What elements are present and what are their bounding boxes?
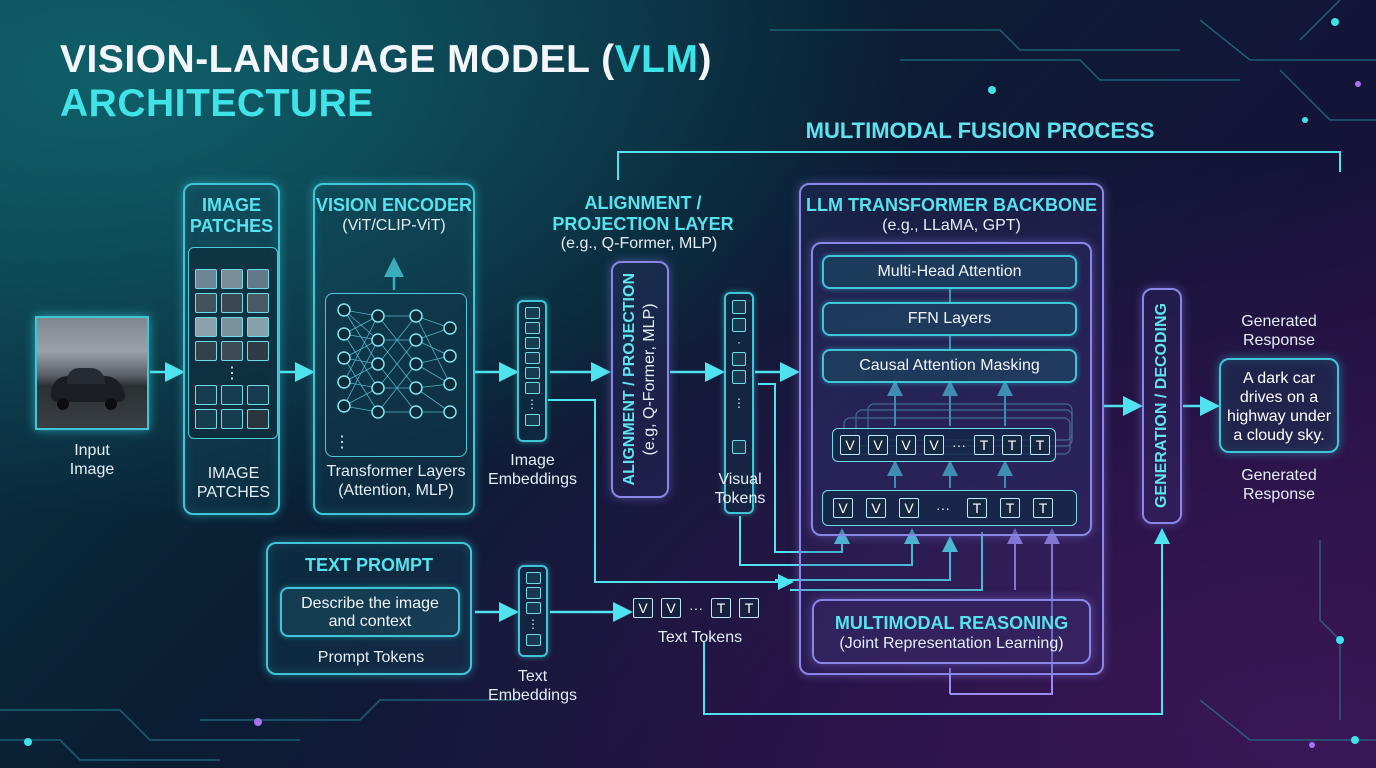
token-row-top: V V V V ··· T T T	[832, 428, 1056, 462]
token-t: T	[739, 598, 759, 618]
token-v: V	[661, 598, 681, 618]
token-t: T	[1033, 498, 1053, 518]
token-v: V	[868, 435, 888, 455]
token-t: T	[1030, 435, 1050, 455]
token-t: T	[974, 435, 994, 455]
llm-header: LLM TRANSFORMER BACKBONE	[806, 195, 1097, 215]
page-title: VISION-LANGUAGE MODEL (VLM)	[60, 38, 712, 81]
alignment-projection-block: ALIGNMENT / PROJECTION(e.g, Q-Former, ML…	[611, 261, 669, 498]
llm-inner-stack	[811, 242, 1092, 536]
text-tokens-row: V V ··· T T	[633, 598, 759, 618]
neural-network-icon: ⋮	[325, 293, 467, 457]
ffn-layers: FFN Layers	[822, 302, 1077, 336]
token-v: V	[899, 498, 919, 518]
input-image	[35, 316, 149, 430]
prompt-tokens-label: Prompt Tokens	[317, 649, 425, 666]
token-t: T	[1002, 435, 1022, 455]
visual-tokens-column: · ⋮	[724, 292, 754, 514]
multi-head-attention-layer: Multi-Head Attention	[822, 255, 1077, 289]
token-v: V	[896, 435, 916, 455]
multimodal-reasoning-sub: (Joint Representation Learning)	[839, 635, 1064, 652]
token-v: V	[833, 498, 853, 518]
text-embeddings-column: ⋮	[518, 565, 548, 657]
fusion-process-title: MULTIMODAL FUSION PROCESS	[805, 118, 1155, 143]
token-row-bottom: V V V ··· T T T	[822, 490, 1077, 526]
vision-encoder-header: VISION ENCODER	[315, 195, 473, 215]
page-title-line2: ARCHITECTURE	[60, 82, 374, 125]
vision-encoder-sub: (ViT/CLIP-ViT)	[342, 217, 446, 234]
text-prompt-header: TEXT PROMPT	[304, 555, 433, 575]
token-v: V	[924, 435, 944, 455]
causal-attention-masking-layer: Causal Attention Masking	[822, 349, 1077, 383]
token-t: T	[967, 498, 987, 518]
image-embeddings-column: ⋮	[517, 300, 547, 442]
generation-vertical-label: GENERATION / DECODING	[1153, 303, 1170, 509]
token-t: T	[711, 598, 731, 618]
multimodal-reasoning-box: MULTIMODAL REASONING (Joint Representati…	[812, 599, 1091, 664]
text-tokens-label: Text Tokens	[657, 629, 743, 646]
alignment-sub: (e.g., Q-Former, MLP)	[560, 235, 718, 252]
multimodal-reasoning-header: MULTIMODAL REASONING	[834, 613, 1069, 633]
token-ellipsis: ···	[689, 600, 703, 616]
generation-decoding-block: GENERATION / DECODING	[1142, 288, 1182, 524]
token-v: V	[633, 598, 653, 618]
token-ellipsis: ···	[936, 500, 950, 516]
vision-encoder-label: Transformer Layers(Attention, MLP)	[326, 463, 466, 499]
token-v: V	[866, 498, 886, 518]
alignment-header: ALIGNMENT /PROJECTION LAYER	[552, 193, 734, 234]
token-ellipsis: ···	[952, 437, 966, 453]
alignment-vertical-label: ALIGNMENT / PROJECTION(e.g, Q-Former, ML…	[621, 273, 658, 486]
token-t: T	[1000, 498, 1020, 518]
llm-sub: (e.g., LLaMA, GPT)	[882, 217, 1021, 234]
vision-encoder-panel: VISION ENCODER (ViT/CLIP-ViT) ⋮ Transfor…	[313, 183, 475, 515]
token-v: V	[840, 435, 860, 455]
